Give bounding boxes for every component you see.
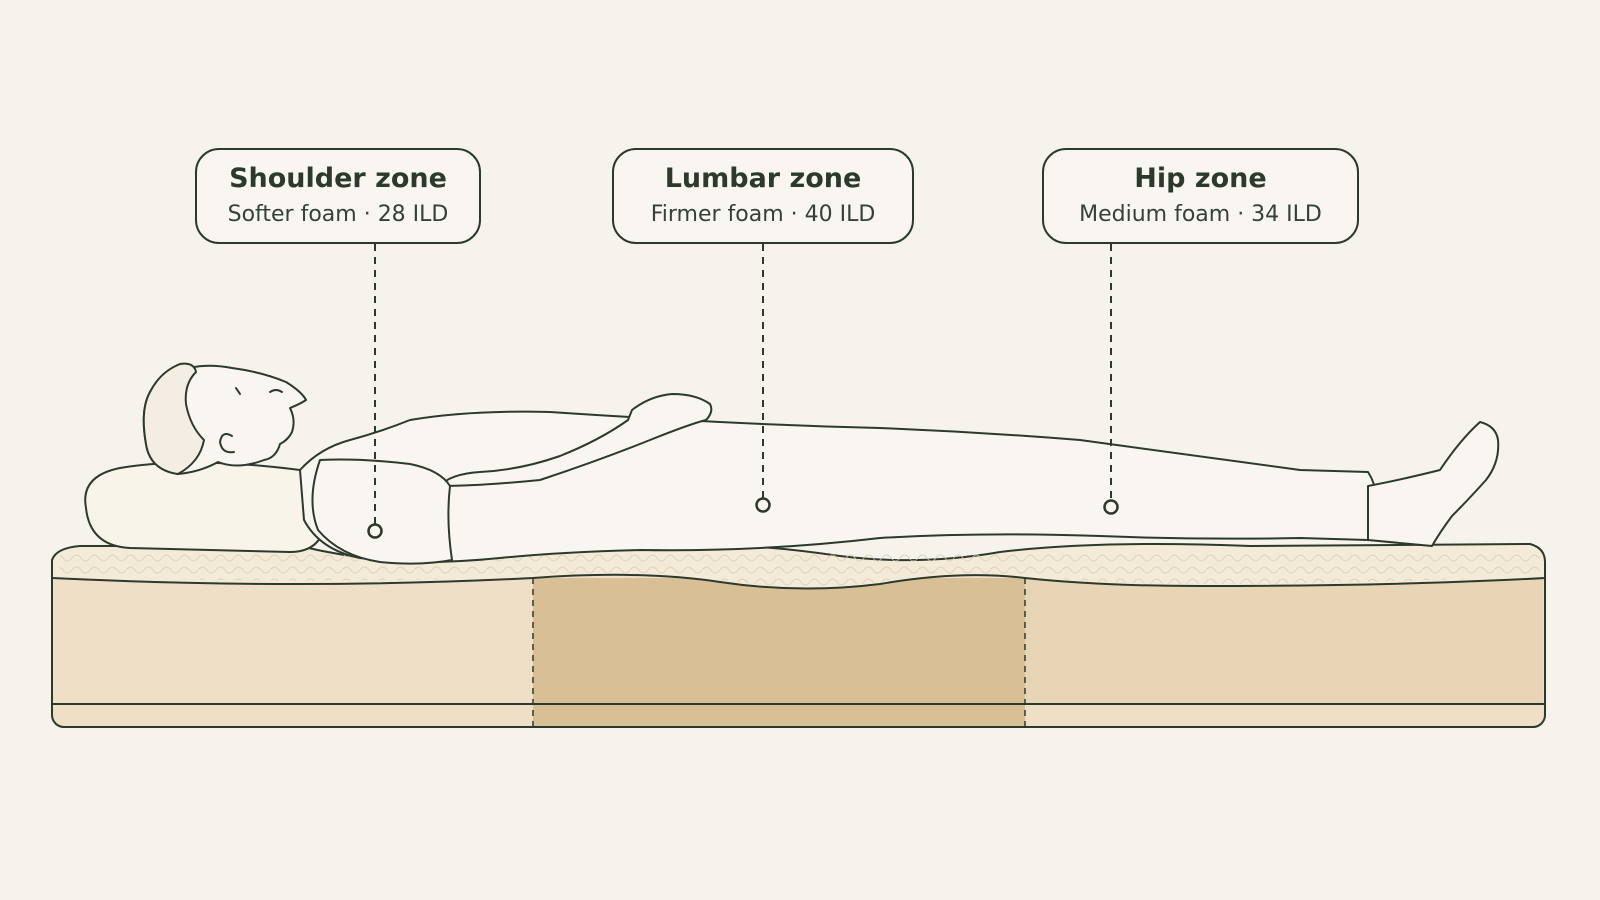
ear: [219, 433, 235, 454]
mattress: [51, 542, 1546, 728]
hip-marker: [1103, 499, 1119, 515]
sleeping-person: [142, 362, 1500, 565]
zone-markers: [367, 497, 1119, 539]
callout-lumbar-zone: Lumbar zone Firmer foam · 40 ILD: [612, 148, 914, 244]
leader-lines: [374, 244, 1112, 524]
callout-subtitle: Firmer foam · 40 ILD: [650, 202, 876, 227]
callout-hip-zone: Hip zone Medium foam · 34 ILD: [1042, 148, 1359, 244]
torso-and-legs: [299, 410, 1377, 563]
arm: [439, 393, 713, 487]
foot: [1367, 421, 1500, 547]
lumbar-marker: [755, 497, 771, 513]
sleeve: [311, 458, 453, 565]
hair: [142, 362, 205, 475]
callout-shoulder-zone: Shoulder zone Softer foam · 28 ILD: [195, 148, 481, 244]
callout-title: Lumbar zone: [664, 163, 862, 194]
pillow: [84, 461, 328, 554]
callout-title: Shoulder zone: [229, 163, 447, 194]
shoulder-marker: [367, 523, 383, 539]
callout-title: Hip zone: [1134, 163, 1267, 194]
lumbar-foam-section: [533, 578, 1025, 726]
shoulder-foam-section: [54, 578, 533, 704]
callout-subtitle: Medium foam · 34 ILD: [1079, 202, 1322, 227]
callout-subtitle: Softer foam · 28 ILD: [227, 202, 449, 227]
hip-foam-section: [1025, 578, 1543, 704]
